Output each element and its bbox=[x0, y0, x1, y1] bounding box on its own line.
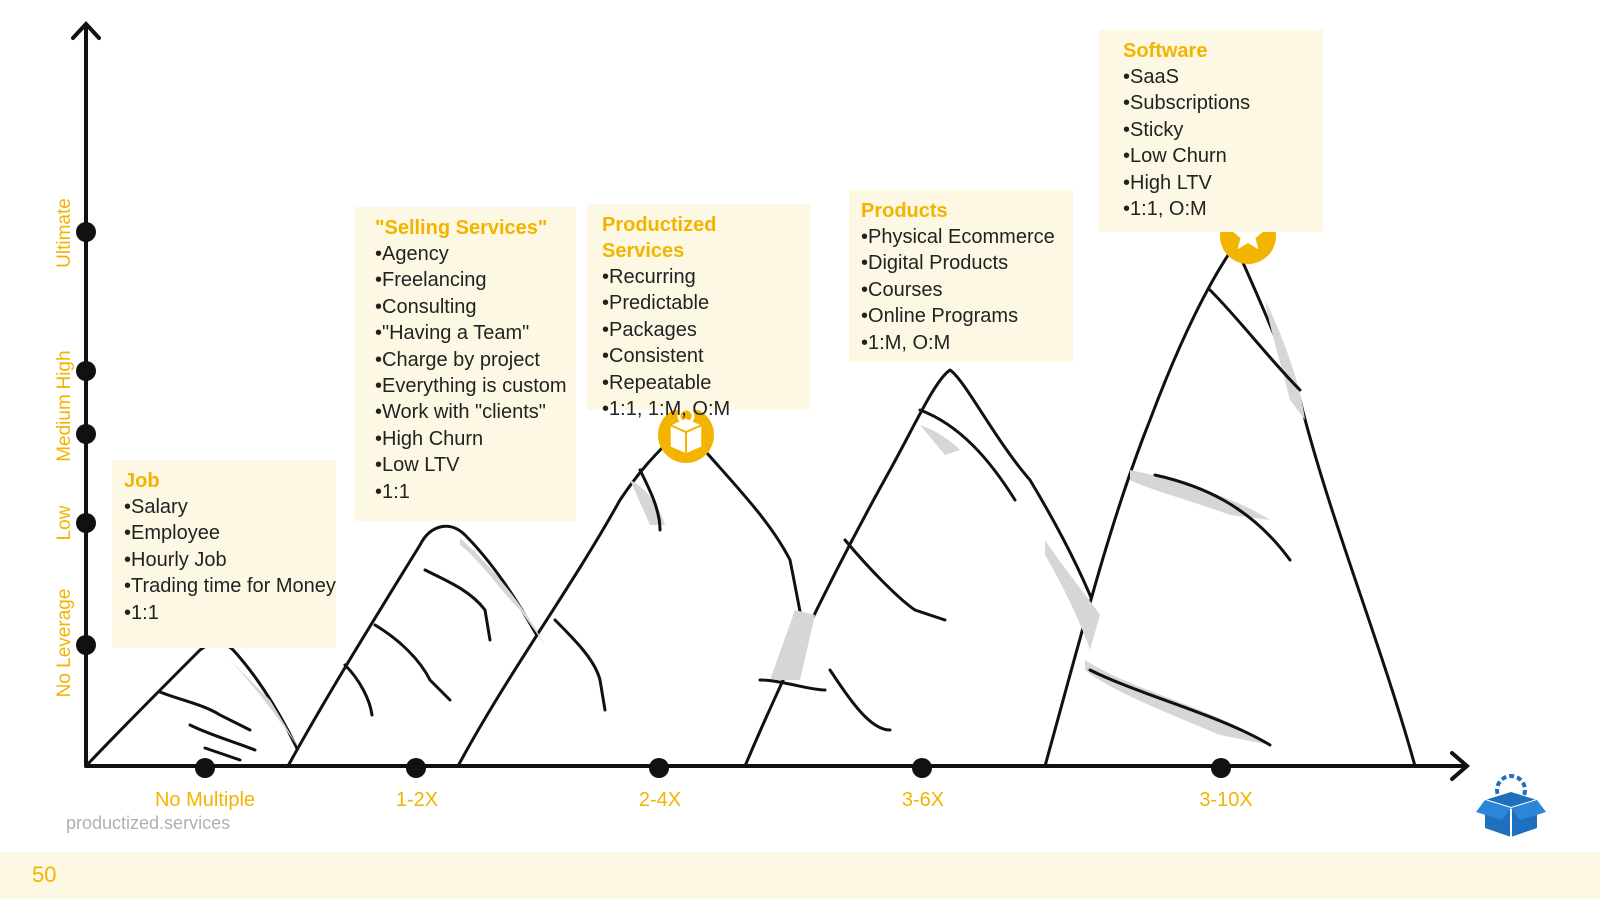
box-item: Packages bbox=[602, 317, 798, 343]
box-item: Employee bbox=[124, 520, 324, 546]
box-item: 1:M, O:M bbox=[861, 330, 1061, 356]
y-label-low: Low bbox=[54, 505, 75, 540]
mountain-products bbox=[743, 368, 1102, 768]
box-title: "Selling Services" bbox=[375, 217, 548, 239]
box-item: 1:1, O:M bbox=[1123, 196, 1311, 222]
box-job: Job Salary Employee Hourly Job Trading t… bbox=[112, 460, 336, 648]
footer-bar: 50 bbox=[0, 852, 1600, 899]
x-label-no-multiple: No Multiple bbox=[155, 789, 255, 811]
y-label-ultimate: Ultimate bbox=[54, 198, 75, 268]
box-item: Freelancing bbox=[375, 267, 564, 293]
box-item: Online Programs bbox=[861, 303, 1061, 329]
y-label-high: High bbox=[54, 350, 75, 389]
box-title: Productized Services bbox=[602, 214, 717, 262]
box-item: Subscriptions bbox=[1123, 90, 1311, 116]
box-item: 1:1 bbox=[124, 600, 324, 626]
box-item: Everything is custom bbox=[375, 373, 567, 399]
box-item: Physical Ecommerce bbox=[861, 224, 1061, 250]
box-item: SaaS bbox=[1123, 64, 1311, 90]
box-productized-services: Productized Services Recurring Predictab… bbox=[587, 204, 810, 420]
y-dot-low bbox=[76, 513, 96, 533]
box-item: Low Churn bbox=[1123, 143, 1311, 169]
x-dot-3-6x bbox=[912, 758, 932, 778]
box-item: 1:1, 1:M, O:M bbox=[602, 396, 798, 422]
box-selling-services: "Selling Services" Agency Freelancing Co… bbox=[354, 207, 576, 521]
box-item: Predictable bbox=[602, 290, 798, 316]
x-label-1-2x: 1-2X bbox=[396, 789, 438, 811]
x-dot-2-4x bbox=[649, 758, 669, 778]
box-item: Recurring bbox=[602, 264, 798, 290]
box-item: Digital Products bbox=[861, 250, 1061, 276]
brand-text: productized.services bbox=[66, 813, 231, 833]
mountain-selling-services bbox=[286, 524, 547, 768]
box-item: "Having a Team" bbox=[375, 320, 564, 346]
box-software: Software SaaS Subscriptions Sticky Low C… bbox=[1099, 30, 1323, 232]
x-label-2-4x: 2-4X bbox=[639, 789, 681, 811]
box-item: 1:1 bbox=[375, 479, 564, 505]
x-label-3-10x: 3-10X bbox=[1199, 789, 1252, 811]
box-item: Hourly Job bbox=[124, 547, 324, 573]
box-item: Trading time for Money bbox=[124, 573, 336, 599]
box-item: High LTV bbox=[1123, 170, 1311, 196]
box-item: Consulting bbox=[375, 294, 564, 320]
y-dot-no-leverage bbox=[76, 635, 96, 655]
y-label-medium: Medium bbox=[54, 394, 75, 462]
y-dot-ultimate bbox=[76, 222, 96, 242]
y-dot-high bbox=[76, 361, 96, 381]
box-products: Products Physical Ecommerce Digital Prod… bbox=[849, 190, 1073, 362]
x-dot-no-multiple bbox=[195, 758, 215, 778]
box-title: Job bbox=[124, 470, 160, 492]
x-dot-1-2x bbox=[406, 758, 426, 778]
box-item: Sticky bbox=[1123, 117, 1311, 143]
x-dot-3-10x bbox=[1211, 758, 1231, 778]
box-item: Consistent bbox=[602, 343, 798, 369]
box-title: Products bbox=[861, 200, 948, 222]
y-dot-medium bbox=[76, 424, 96, 444]
box-item: Repeatable bbox=[602, 370, 798, 396]
box-item: Salary bbox=[124, 494, 324, 520]
box-item: High Churn bbox=[375, 426, 564, 452]
box-item: Charge by project bbox=[375, 347, 564, 373]
box-item: Work with "clients" bbox=[375, 399, 564, 425]
box-item: Agency bbox=[375, 241, 564, 267]
page-number: 50 bbox=[32, 862, 57, 887]
y-label-no-leverage: No Leverage bbox=[54, 589, 75, 698]
box-item: Low LTV bbox=[375, 452, 564, 478]
box-title: Software bbox=[1123, 40, 1208, 62]
productized-logo-icon bbox=[1476, 774, 1546, 837]
box-item: Courses bbox=[861, 277, 1061, 303]
x-label-3-6x: 3-6X bbox=[902, 789, 944, 811]
